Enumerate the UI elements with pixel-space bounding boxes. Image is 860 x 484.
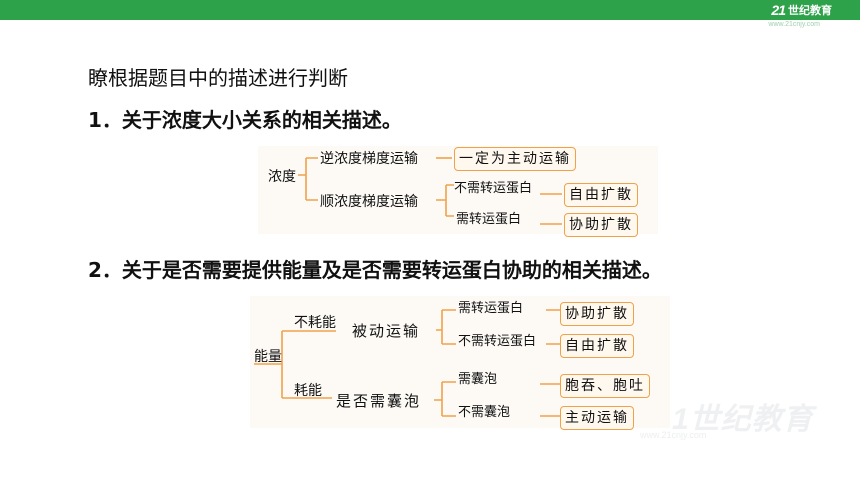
d1-result-free-diffusion: 自由扩散 bbox=[564, 183, 638, 207]
logo-url: www.21cnjy.com bbox=[768, 21, 820, 28]
d1-result-facilitated-diffusion: 协助扩散 bbox=[564, 213, 638, 237]
site-logo: 21 世纪教育 bbox=[771, 1, 832, 19]
d2-needs-transporter: 需转运蛋白 bbox=[458, 301, 524, 316]
concentration-diagram: 浓度 逆浓度梯度运输 顺浓度梯度运输 不需转运蛋白 需转运蛋白 一定为主动运输 … bbox=[258, 146, 658, 237]
logo-text: 世纪教育 bbox=[788, 5, 832, 17]
d2-result-active-transport: 主动运输 bbox=[560, 406, 634, 430]
d2-vesicle-question: 是否需囊泡 bbox=[336, 392, 422, 410]
d2-passive-transport: 被动运输 bbox=[352, 322, 421, 340]
d2-no-vesicle: 不需囊泡 bbox=[458, 405, 511, 420]
d2-no-transporter: 不需转运蛋白 bbox=[458, 334, 537, 349]
d1-branch-against-gradient: 逆浓度梯度运输 bbox=[320, 151, 418, 167]
d2-result-free-diffusion: 自由扩散 bbox=[560, 334, 634, 358]
d1-root-label: 浓度 bbox=[268, 169, 296, 185]
d2-result-facilitated-diffusion: 协助扩散 bbox=[560, 302, 634, 326]
diagram2-connectors bbox=[254, 309, 560, 417]
d1-branch-along-gradient: 顺浓度梯度运输 bbox=[320, 194, 418, 210]
watermark-url: www.21cnjy.com bbox=[640, 430, 707, 440]
d1-result-active-transport: 一定为主动运输 bbox=[454, 147, 576, 171]
d1-no-transporter: 不需转运蛋白 bbox=[454, 181, 533, 196]
energy-diagram: 能量 不耗能 耗能 被动运输 是否需囊泡 需转运蛋白 不需转运蛋白 需囊泡 不需… bbox=[250, 296, 670, 430]
logo-mark: 21 bbox=[771, 2, 786, 18]
d2-result-endo-exocytosis: 胞吞、胞吐 bbox=[560, 374, 650, 398]
watermark-logo: 1世纪教育 bbox=[672, 403, 814, 436]
d2-needs-vesicle: 需囊泡 bbox=[458, 372, 498, 387]
d2-root-label: 能量 bbox=[254, 349, 282, 365]
intro-text: 瞭根据题目中的描述进行判断 bbox=[88, 66, 348, 90]
d2-branch-energy: 耗能 bbox=[294, 383, 322, 399]
diagram1-connectors bbox=[298, 157, 562, 225]
question-2-heading: 2．关于是否需要提供能量及是否需要转运蛋白协助的相关描述。 bbox=[88, 258, 662, 282]
top-banner: 21 世纪教育 bbox=[0, 0, 860, 20]
question-1-heading: 1．关于浓度大小关系的相关描述。 bbox=[88, 108, 402, 132]
d2-branch-no-energy: 不耗能 bbox=[294, 315, 336, 331]
d1-needs-transporter: 需转运蛋白 bbox=[456, 212, 522, 227]
